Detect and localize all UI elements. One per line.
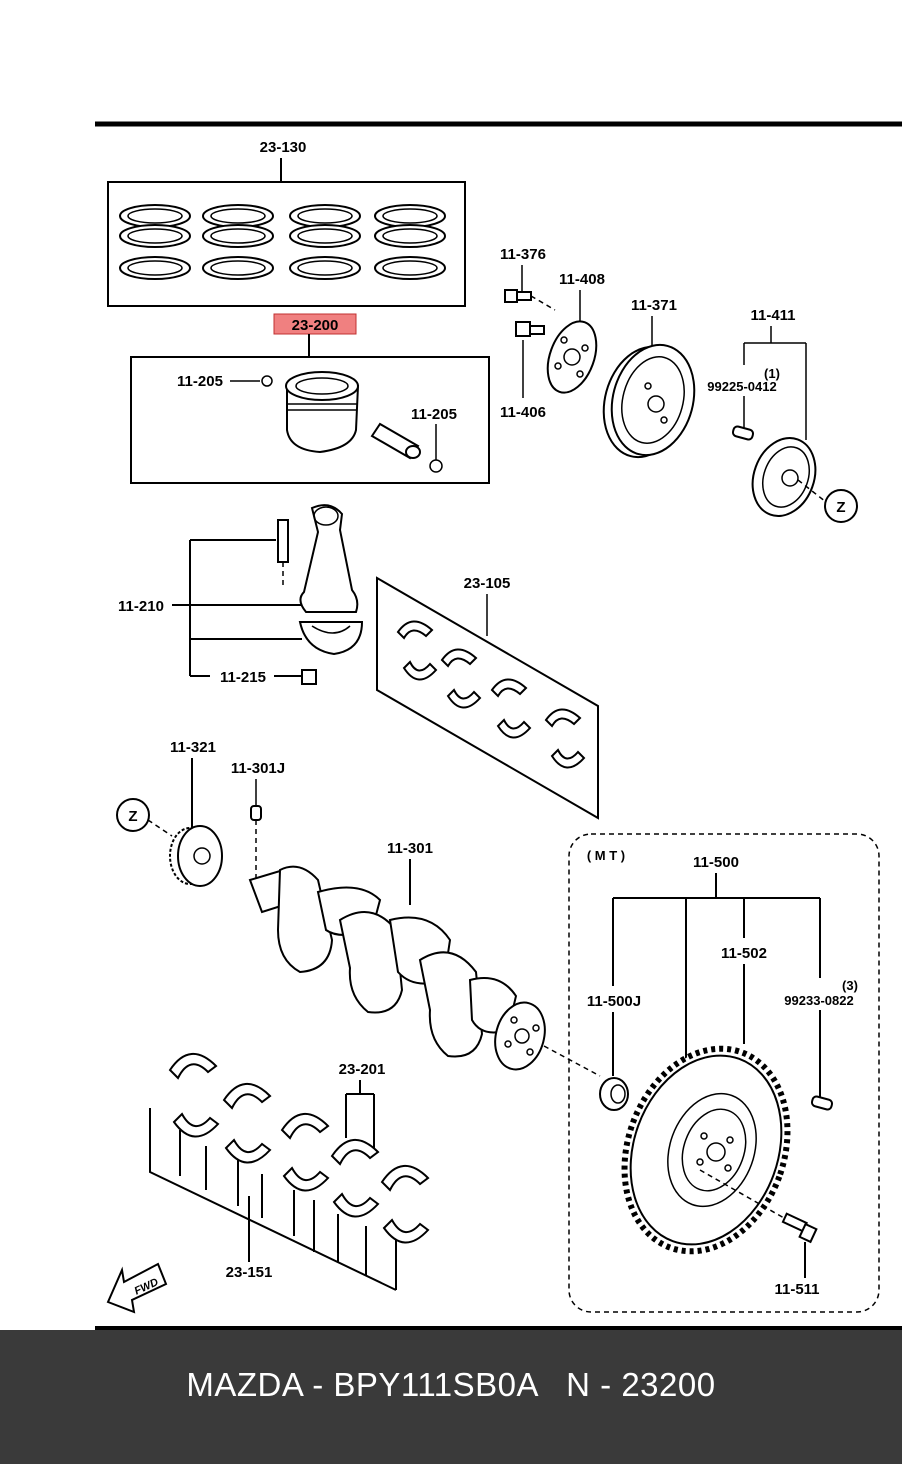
piston-ring-set-box (107, 181, 466, 307)
flywheel-bolt (781, 1212, 818, 1244)
label-main-bearing-set[interactable]: 23-105 (464, 575, 511, 592)
flywheel (621, 1045, 791, 1255)
label-mt-note[interactable]: ( M T ) (587, 848, 625, 863)
crank-bearing-stack (149, 1053, 430, 1291)
label-crankshaft[interactable]: 11-301 (387, 840, 433, 857)
label-pulley-plate[interactable]: 11-408 (559, 271, 605, 288)
pulley-bolt (504, 289, 532, 303)
label-piston-ring-set[interactable]: 23-130 (260, 139, 307, 156)
main-bearing-shells (396, 620, 586, 769)
label-crank-bearing-set[interactable]: 23-151 (226, 1264, 273, 1281)
piston (285, 371, 360, 454)
label-pulley-hub-group[interactable]: 11-411 (750, 307, 795, 324)
crankshaft (248, 865, 546, 1071)
label-dowel-pin[interactable]: 99233-0822 (784, 993, 853, 1008)
label-crank-key[interactable]: 11-301J (231, 760, 285, 777)
clip-left (261, 375, 273, 387)
piston-rings (119, 204, 446, 280)
fwd-arrow-icon: FWD (106, 1262, 168, 1314)
clip-right (429, 459, 443, 473)
label-timing-sprocket[interactable]: 11-321 (170, 739, 216, 756)
footer-bar: MAZDA - BPY111SB0A N - 23200 (0, 1330, 902, 1464)
label-pilot-bearing[interactable]: 11-500J (587, 993, 641, 1010)
label-flywheel[interactable]: 11-502 (721, 945, 767, 962)
crank-pulley (602, 343, 696, 459)
exploded-view: 23-130 23-200 11 (95, 121, 902, 1330)
main-bearing-set-box (376, 576, 599, 820)
ref-marker-z-top-label[interactable]: Z (836, 499, 845, 516)
label-pulley-pin[interactable]: 99225-0412 (707, 379, 776, 394)
highlight-box (273, 313, 357, 335)
pulley-pin (731, 425, 755, 441)
pulley-bolt-lower (515, 321, 545, 337)
label-connecting-rod[interactable]: 11-210 (118, 598, 164, 615)
pulley-plate (546, 320, 598, 394)
label-pulley-pin-qty[interactable]: (1) (764, 366, 780, 381)
footer-part-number: MAZDA - BPY111SB0A N - 23200 (186, 1366, 716, 1403)
label-flywheel-bolt[interactable]: 11-511 (774, 1281, 819, 1298)
parts-diagram: 23-130 23-200 11 (95, 121, 902, 1330)
ref-marker-z-top (824, 489, 858, 523)
label-piston-pin-clip-right[interactable]: 11-205 (411, 406, 457, 423)
ref-marker-z-bottom (116, 798, 150, 832)
ref-marker-z-bottom-label[interactable]: Z (128, 808, 137, 825)
mt-group-box (568, 833, 880, 1313)
piston-pin (370, 422, 421, 460)
label-rod-nut[interactable]: 11-215 (220, 669, 266, 686)
dowel-pin (810, 1095, 834, 1111)
label-dowel-qty[interactable]: (3) (842, 978, 858, 993)
label-piston-pin-clip-left[interactable]: 11-205 (177, 373, 223, 390)
label-rod-bearing-set[interactable]: 23-201 (339, 1061, 386, 1078)
label-pulley-bolt[interactable]: 11-376 (500, 246, 546, 263)
piston-assembly-box (130, 356, 490, 484)
connecting-rod (277, 504, 364, 685)
label-piston-assembly[interactable]: 23-200 (292, 317, 339, 334)
label-crank-pulley[interactable]: 11-371 (631, 297, 677, 314)
label-flywheel-group[interactable]: 11-500 (693, 854, 739, 871)
crank-key (250, 805, 262, 821)
timing-sprocket (169, 825, 223, 887)
pilot-bearing (599, 1077, 629, 1111)
label-pulley-bolt-lower[interactable]: 11-406 (500, 404, 546, 421)
pulley-hub (751, 437, 817, 517)
